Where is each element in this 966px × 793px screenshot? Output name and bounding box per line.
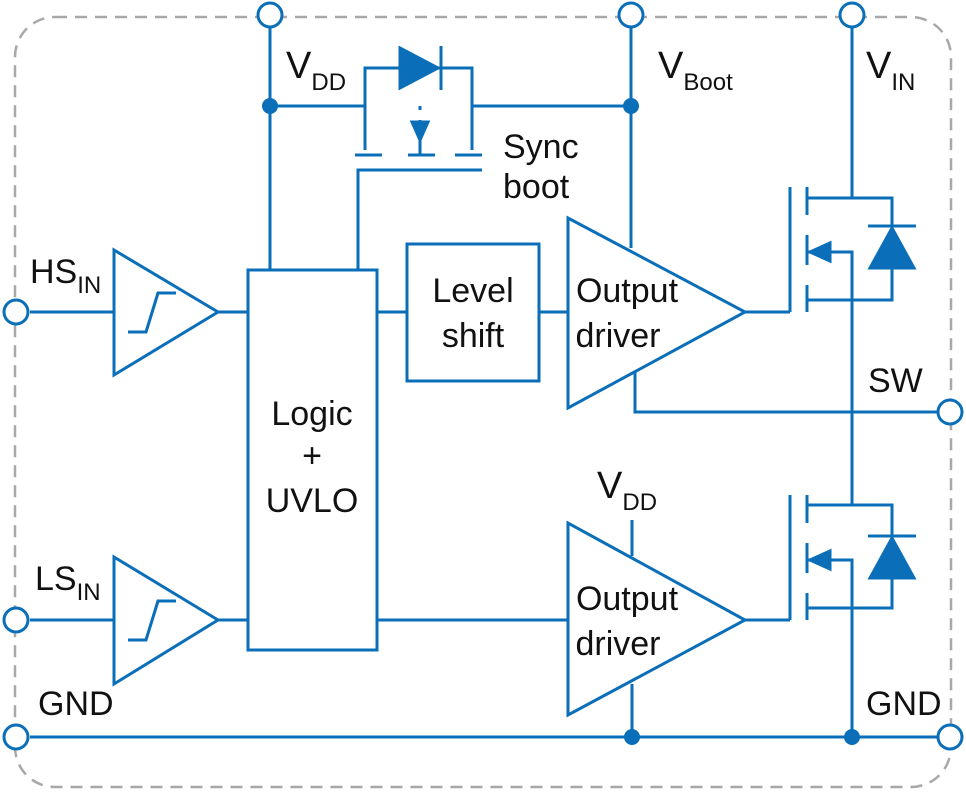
level-line2: shift	[442, 317, 505, 355]
vin-pin	[838, 1, 866, 29]
sw-label: SW	[868, 362, 923, 400]
gnd-fet-junction-dot	[844, 729, 860, 745]
vboot-pin	[617, 1, 645, 29]
driver-top-line2: driver	[575, 317, 660, 355]
hs-mosfet-arrow	[806, 240, 832, 264]
vin-label: VIN	[866, 45, 915, 96]
vdd-label: VDD	[286, 45, 346, 96]
wires	[30, 28, 940, 739]
vdd-pin	[256, 1, 284, 29]
gnd-right-label: GND	[866, 685, 942, 723]
logic-line2: +	[302, 437, 322, 475]
gnd-right-pin	[936, 723, 964, 751]
sync-boot-mosfet	[355, 66, 482, 232]
driver-bot-line2: driver	[575, 625, 660, 663]
driver-top-line1: Output	[576, 272, 679, 310]
ls-schmitt-buffer	[112, 554, 221, 687]
sync-diode-icon	[398, 45, 442, 91]
sync-mosfet-arrow	[409, 120, 431, 144]
package-outline	[13, 15, 953, 789]
sw-return-wire	[633, 365, 940, 414]
sync-boot-label-2: boot	[503, 168, 570, 206]
ls-mosfet-arrow	[806, 548, 832, 572]
sw-pin	[936, 398, 964, 426]
logic-line3: UVLO	[266, 482, 359, 520]
hs-schmitt-buffer	[112, 247, 221, 378]
hs-in-label: HSIN	[30, 253, 101, 299]
hs-hysteresis-icon	[128, 291, 176, 334]
sync-boot-label-1: Sync	[503, 128, 579, 166]
hs-diode-icon	[867, 224, 917, 270]
ls-mosfet	[788, 412, 894, 737]
logic-uvlo-block	[246, 268, 379, 652]
low-side-output-driver	[566, 520, 749, 718]
mosfet-symbols	[398, 45, 917, 580]
ls-in-pin	[2, 606, 30, 634]
vdd-low-label: VDD	[597, 465, 657, 516]
vboot-junction-dot	[623, 98, 639, 114]
vboot-label: VBoot	[658, 45, 733, 96]
vdd-junction-dot	[262, 98, 278, 114]
ls-diode-icon	[867, 534, 917, 580]
driver-bot-line1: Output	[576, 580, 679, 618]
gnd-driver-junction-dot	[624, 729, 640, 745]
hs-mosfet	[788, 187, 894, 412]
level-shift-block	[405, 242, 541, 383]
ls-in-label: LSIN	[35, 560, 101, 606]
logic-line1: Logic	[271, 395, 352, 433]
gnd-left-label: GND	[38, 685, 114, 723]
hs-in-pin	[2, 298, 30, 326]
gnd-left-pin	[2, 723, 30, 751]
high-side-output-driver	[566, 215, 749, 411]
ls-hysteresis-icon	[128, 599, 176, 642]
level-line1: Level	[432, 272, 513, 310]
pins	[2, 1, 964, 751]
junction-dots	[262, 98, 860, 745]
